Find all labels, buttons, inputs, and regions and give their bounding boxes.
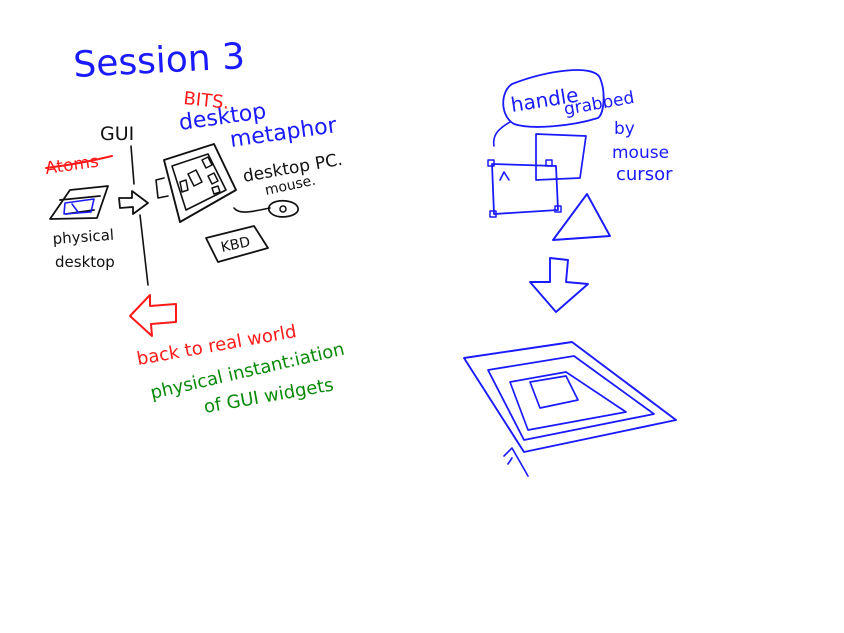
desktop-pc-sketch [155, 143, 271, 223]
session-title: Session 3 [72, 36, 246, 86]
handle-speech-bubble [492, 69, 605, 147]
keyboard-sketch [205, 225, 269, 263]
right-arrow-sketch [118, 190, 149, 215]
kbd-label: KBD [220, 234, 252, 256]
physical-desktop-sketch [49, 185, 109, 220]
handle-rectangle-sketch [487, 133, 587, 218]
down-arrow-sketch [529, 257, 589, 313]
physical-label: physical [52, 226, 115, 248]
red-left-arrow-sketch [129, 294, 177, 337]
cursor-label: cursor [616, 164, 673, 185]
gui-label: GUI [100, 123, 134, 145]
gui-divider-line [130, 145, 149, 286]
atoms-label: Atoms [44, 152, 100, 179]
triangle-sketch [552, 193, 611, 241]
mouse-label-right: mouse [612, 143, 669, 163]
physical-desktop-label: desktop [55, 253, 115, 271]
atoms-crossed-out: Atoms [44, 152, 113, 179]
nested-squares-sketch [463, 341, 677, 477]
bits-label: BITS. [182, 88, 230, 114]
by-label: by [614, 119, 635, 139]
mouse-sketch [267, 199, 299, 218]
